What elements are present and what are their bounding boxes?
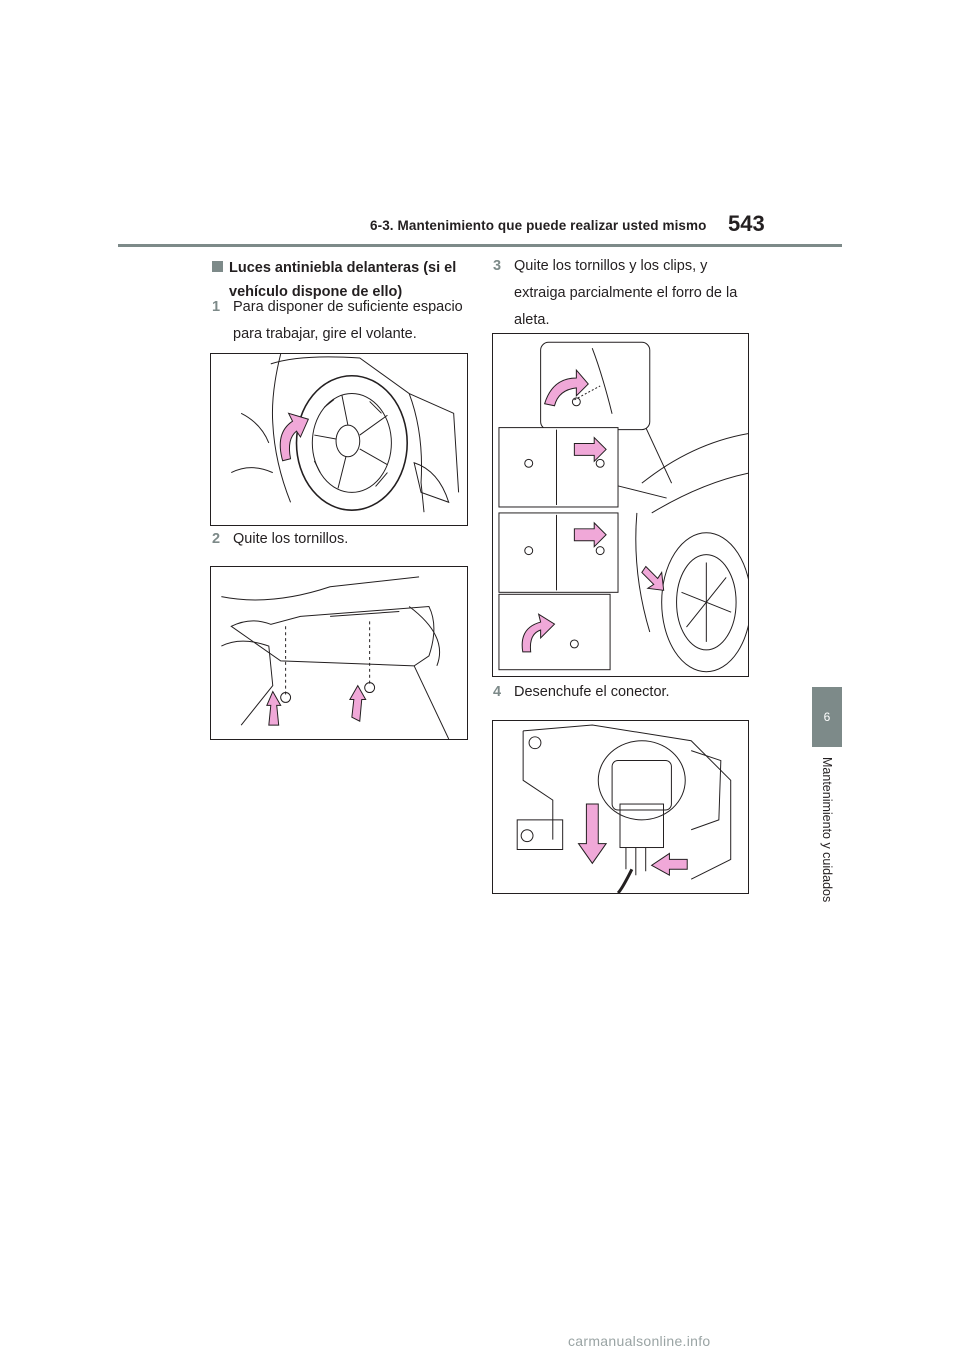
rotate-arrow-icon xyxy=(279,412,310,462)
step-number: 1 xyxy=(212,299,221,315)
step-text: Quite los tornillos. xyxy=(233,531,349,547)
page-number: 543 xyxy=(728,211,765,236)
inset-frame xyxy=(498,512,619,593)
down-arrow-icon xyxy=(577,803,608,865)
inset-frame xyxy=(498,593,611,671)
watermark: carmanualsonline.info xyxy=(568,1333,711,1349)
rotate-arrow-icon xyxy=(543,368,589,407)
step-number: 3 xyxy=(493,258,502,274)
down-right-arrow-icon xyxy=(641,565,665,591)
tire-illustration xyxy=(231,354,460,513)
chapter-number: 6 xyxy=(823,710,831,724)
figure-remove-screws xyxy=(210,566,468,740)
step-number: 2 xyxy=(212,531,221,547)
step-text: Quite los tornillos y los clips, y extra… xyxy=(514,258,738,328)
down-arrow-icon xyxy=(266,690,282,726)
square-bullet-icon xyxy=(212,261,223,272)
figure-unplug-connector xyxy=(492,720,749,894)
step-3: 3 Quite los tornillos y los clips, y ext… xyxy=(493,253,755,334)
step-1: 1 Para disponer de suficiente espacio pa… xyxy=(212,294,474,348)
chapter-title: Mantenimiento y cuidados xyxy=(820,757,834,903)
chapter-title-label: Mantenimiento y cuidados xyxy=(812,757,842,957)
section-title: 6-3. Mantenimiento que puede realizar us… xyxy=(370,218,707,233)
figure-fender-liner xyxy=(492,333,749,677)
step-2: 2 Quite los tornillos. xyxy=(212,526,474,553)
section-heading-text: Luces antiniebla delanteras (si el vehíc… xyxy=(229,260,457,300)
right-arrow-icon xyxy=(573,521,607,548)
section-heading: Luces antiniebla delanteras (si el vehíc… xyxy=(212,256,474,304)
step-text: Desenchufe el conector. xyxy=(514,684,670,700)
rotate-arrow-icon xyxy=(521,613,556,653)
step-text: Para disponer de suficiente espacio para… xyxy=(233,299,463,342)
figure-turn-steering xyxy=(210,353,468,526)
step-4: 4 Desenchufe el conector. xyxy=(493,679,755,706)
step-number: 4 xyxy=(493,684,502,700)
right-arrow-icon xyxy=(573,436,607,463)
down-arrow-icon xyxy=(349,684,367,722)
header-rule xyxy=(118,244,842,247)
left-arrow-icon xyxy=(650,852,688,877)
chapter-tab[interactable]: 6 xyxy=(812,687,842,747)
